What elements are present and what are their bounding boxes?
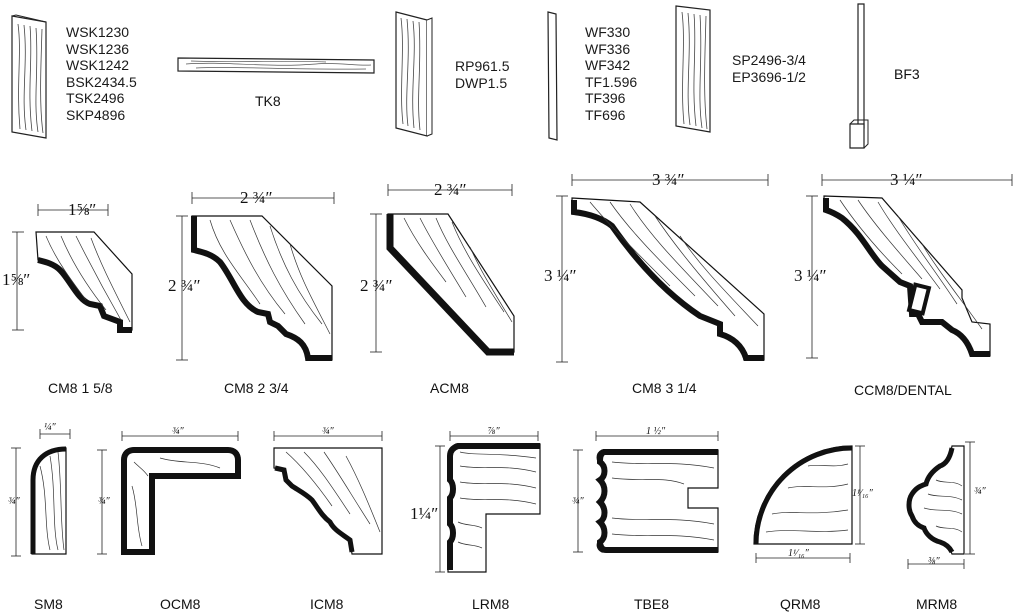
mrm8-dimension-lines [907, 441, 975, 569]
cm8-2-3-4-label: CM8 2 3/4 [224, 380, 289, 396]
acm8-label: ACM8 [430, 380, 469, 396]
sm8-label: SM8 [34, 596, 63, 612]
ocm8-dimension-lines [97, 431, 239, 555]
sm8-profile [30, 446, 67, 555]
icm8-profile [273, 447, 383, 555]
lrm8-width-dim: ⅞″ [488, 426, 500, 437]
cm8-2-3-4-dimension-lines [176, 192, 335, 361]
ccm8-dental-width-dim: 3 ¼″ [890, 170, 923, 189]
skin-panel-codes: WSK1230 WSK1236 WSK1242 BSK2434.5 TSK249… [66, 24, 137, 123]
filler-codes: WF330 WF336 WF342 TF1.596 TF396 TF696 [585, 24, 638, 123]
lrm8-height-dim: 1¼″ [410, 504, 439, 523]
tbe8-height-dim: ¾″ [572, 496, 584, 507]
tbe8-width-dim: 1 ½″ [646, 426, 666, 437]
lrm8-label: LRM8 [472, 596, 510, 612]
lrm8-dimension-lines [435, 431, 539, 573]
ocm8-width-dim: ¾″ [172, 426, 184, 437]
mrm8-label: MRM8 [916, 596, 958, 612]
refrigerator-panel-illustration [395, 11, 433, 137]
cm8-2-3-4-width-dim: 2 ¾″ [240, 188, 273, 207]
cm8-1-5-8-height-dim: 1⅝″ [2, 270, 31, 289]
ccm8-dental-height-dim: 3 ¼″ [794, 266, 827, 285]
cm8-1-5-8-label: CM8 1 5/8 [48, 380, 113, 396]
ccm8-dental-profile [823, 195, 991, 357]
mrm8-height-dim: ¾″ [974, 486, 986, 497]
sm8-dimension-lines [11, 429, 71, 557]
acm8-profile [386, 213, 515, 356]
cm8-3-1-4-label: CM8 3 1/4 [632, 380, 697, 396]
qrm8-width-dim: 1¹⁄₁₆″ [788, 548, 809, 559]
cm8-1-5-8-dimension-lines [12, 204, 109, 331]
end-panel-illustration [675, 5, 711, 133]
ccm8-dental-label: CCM8/DENTAL [854, 382, 952, 398]
acm8-width-dim: 2 ¾″ [434, 180, 467, 199]
sm8-width-dim: ¼″ [44, 422, 56, 433]
sm8-height-dim: ¾″ [8, 496, 20, 507]
tbe8-profile [595, 449, 719, 553]
cm8-2-3-4-height-dim: 2 ¾″ [168, 276, 201, 295]
mrm8-width-dim: ⅜″ [928, 556, 940, 567]
icm8-width-dim: ¾″ [322, 426, 334, 437]
skin-panel-illustration [11, 14, 47, 139]
cm8-3-1-4-profile [571, 197, 765, 361]
toe-kick-code: TK8 [255, 93, 281, 109]
cm8-1-5-8-profile [35, 231, 133, 333]
tbe8-label: TBE8 [634, 596, 670, 612]
cm8-3-1-4-height-dim: 3 ¼″ [544, 266, 577, 285]
icm8-dimension-lines [273, 431, 383, 441]
cm8-1-5-8-width-dim: 1⅝″ [68, 200, 97, 219]
ocm8-profile [121, 447, 241, 555]
base-filler-illustration [849, 3, 869, 149]
cm8-3-1-4-width-dim: 3 ¾″ [652, 170, 685, 189]
lrm8-profile [447, 443, 541, 573]
acm8-height-dim: 2 ¾″ [360, 276, 393, 295]
base-filler-code: BF3 [894, 66, 920, 82]
qrm8-label: QRM8 [780, 596, 821, 612]
ccm8-dental-dimension-lines [806, 174, 1013, 359]
refrigerator-panel-codes: RP961.5 DWP1.5 [455, 58, 510, 91]
ocm8-label: OCM8 [160, 596, 201, 612]
end-panel-codes: SP2496-3/4 EP3696-1/2 [732, 52, 806, 85]
acm8-dimension-lines [370, 184, 513, 353]
icm8-label: ICM8 [310, 596, 344, 612]
cm8-3-1-4-dimension-lines [556, 174, 769, 363]
qrm8-dimension-lines [755, 445, 865, 563]
qrm8-profile [753, 445, 853, 545]
qrm8-height-dim: 1¹⁄₁₆″ [852, 488, 873, 499]
cm8-2-3-4-profile [191, 215, 333, 361]
toe-kick-illustration [177, 57, 375, 74]
filler-illustration [547, 11, 558, 141]
ocm8-height-dim: ¾″ [98, 496, 110, 507]
mrm8-profile [906, 445, 965, 555]
tbe8-dimension-lines [573, 431, 719, 553]
